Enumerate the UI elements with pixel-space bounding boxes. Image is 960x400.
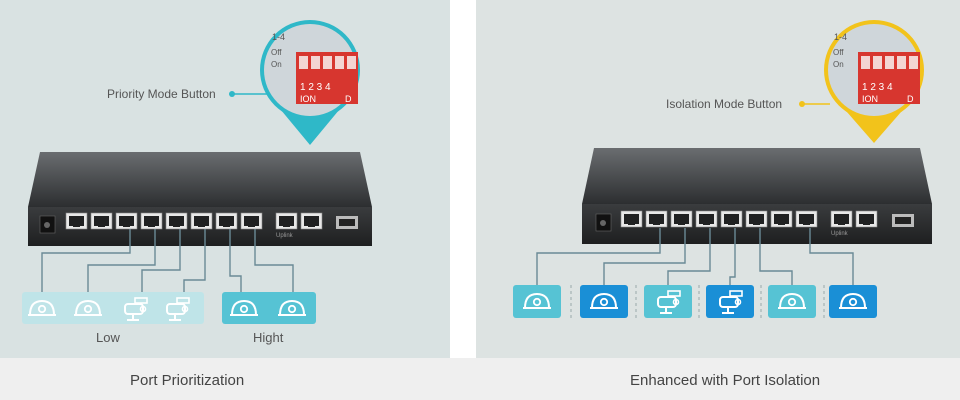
dip-on-label: On (271, 60, 282, 69)
dip-group-label: 1-4 (272, 32, 286, 42)
dip-d-text: D (345, 94, 352, 104)
isolation-callout (799, 20, 924, 143)
priority-wiring (41, 229, 294, 292)
priority-mode-label: Priority Mode Button (107, 87, 216, 101)
dip-on-label: On (833, 60, 844, 69)
caption-bar (0, 358, 960, 400)
panel-gap (450, 0, 476, 358)
uplink-port-label: Uplink (276, 233, 293, 239)
dip-numbers: 1 2 3 4 (300, 82, 331, 93)
dip-numbers: 1 2 3 4 (862, 82, 893, 93)
isolation-mode-label: Isolation Mode Button (666, 97, 783, 111)
low-tier-label: Low (96, 330, 120, 345)
right-switch (582, 148, 932, 244)
left-caption: Port Prioritization (130, 372, 245, 389)
dip-d-text: D (907, 94, 914, 104)
isolation-wiring (536, 228, 854, 285)
high-tier-label: Hight (253, 330, 284, 345)
isolated-devices (513, 285, 877, 318)
dip-off-label: Off (271, 48, 282, 57)
low-priority-group (22, 292, 204, 324)
left-switch (28, 152, 372, 246)
dip-off-label: Off (833, 48, 844, 57)
right-caption: Enhanced with Port Isolation (630, 372, 821, 389)
dip-on-text: ION (862, 94, 879, 104)
dip-on-text: ION (300, 94, 317, 104)
high-priority-group (222, 292, 316, 324)
priority-callout (229, 20, 360, 145)
dip-group-label: 1-4 (834, 32, 848, 42)
uplink-port-label: Uplink (831, 231, 848, 237)
